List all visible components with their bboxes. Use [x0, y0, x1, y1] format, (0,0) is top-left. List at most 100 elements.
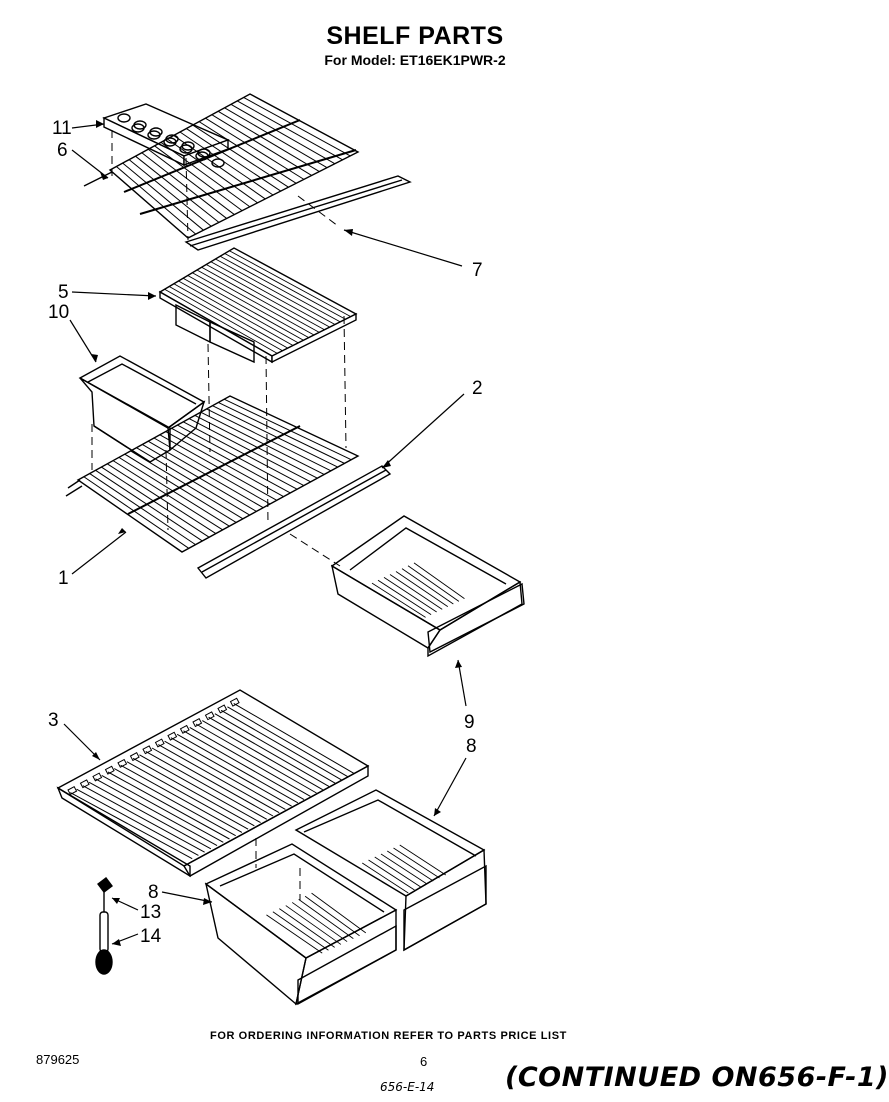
shelf-wire — [122, 162, 204, 231]
ice-cell — [147, 130, 161, 140]
callout-8-lower: 8 — [148, 882, 159, 903]
shelf-wire — [135, 155, 220, 223]
shelf-rib — [70, 792, 193, 860]
shelf-rib — [82, 785, 205, 853]
shelf-rib — [170, 737, 292, 807]
shelf-rib — [126, 761, 249, 830]
shelf-rib — [164, 740, 286, 810]
drawer-grid-line — [371, 582, 426, 618]
shelf-wire — [106, 463, 217, 534]
shelf-wire — [166, 138, 258, 204]
main-wire-shelf — [65, 395, 360, 553]
shelf-rib — [145, 750, 268, 820]
shelf-rib — [176, 733, 299, 804]
page-title: SHELF PARTS — [326, 22, 504, 50]
shelf-rib — [220, 709, 342, 781]
shelf-wire — [116, 166, 197, 235]
drawer-grid-line — [413, 562, 465, 600]
shelf-slot — [92, 772, 103, 782]
shelf-slot — [229, 697, 240, 707]
shelf-rib — [227, 706, 348, 778]
callout-14: 14 — [140, 926, 162, 947]
alignment-lines — [91, 130, 347, 900]
shelf-wire — [194, 414, 318, 479]
drawer-grid-line — [401, 568, 454, 605]
ice-cell — [117, 113, 131, 123]
shelf-wire — [112, 460, 223, 531]
shelf-line — [192, 272, 309, 339]
shelf-wire — [206, 408, 332, 472]
shelf-wire — [205, 117, 305, 180]
shelf-trim-strip — [184, 175, 412, 251]
callout-2: 2 — [472, 378, 483, 399]
shelf-rib — [183, 730, 305, 801]
drawer-grid-line — [407, 565, 460, 602]
handwritten-reference: 656-E-14 — [380, 1080, 435, 1094]
shelf-rib — [120, 764, 243, 833]
shelf-line — [187, 275, 304, 341]
drawer-grid-line — [395, 571, 449, 608]
ice-cell — [211, 158, 225, 168]
front-trim-strip — [196, 465, 392, 579]
callout-11: 11 — [52, 118, 72, 139]
document-number: 879625 — [36, 1052, 80, 1067]
drawer-grid-line — [389, 574, 443, 610]
drawer-grid-line — [285, 905, 342, 945]
shelf-line — [229, 250, 351, 318]
callout-6: 6 — [57, 140, 68, 161]
shelf-slot — [104, 765, 115, 775]
shelf-rib — [101, 774, 224, 843]
top-wire-shelf — [83, 93, 360, 239]
shelf-rib — [214, 713, 336, 784]
shelf-line — [173, 283, 288, 349]
shelf-line — [219, 255, 341, 323]
shelf-rib — [139, 754, 261, 824]
shelf-wire — [83, 476, 190, 549]
callout-10: 10 — [48, 302, 69, 323]
shelf-wire — [182, 421, 305, 486]
shelf-line — [224, 253, 346, 320]
shelf-wire — [95, 469, 203, 542]
screw-and-driver — [95, 877, 113, 975]
shelf-rib — [233, 702, 355, 774]
crisper-cover-shelf — [56, 689, 370, 878]
shelf-wire — [237, 100, 343, 161]
shelf-slot — [129, 752, 140, 762]
drawer-grid-line — [377, 579, 432, 616]
shelf-rib — [114, 768, 236, 837]
shelf-wire — [212, 405, 338, 468]
glass-shelf — [158, 247, 358, 364]
shelf-wire — [124, 453, 237, 523]
ice-cell — [131, 123, 145, 133]
drawer-grid-line — [298, 898, 354, 940]
ice-cell — [179, 144, 193, 154]
shelf-line — [182, 277, 299, 344]
callout-7: 7 — [472, 260, 483, 281]
shelf-rib — [208, 716, 330, 787]
shelf-wire — [224, 107, 328, 169]
shelf-slot — [79, 779, 90, 789]
shelf-wire — [128, 159, 212, 227]
shelf-slot — [142, 745, 153, 755]
shelf-wire — [230, 103, 336, 165]
shelf-rib — [95, 778, 218, 847]
drawer-grid-line — [272, 911, 329, 951]
drawer-grid-line — [311, 892, 367, 934]
ordering-info-note: FOR ORDERING INFORMATION REFER TO PARTS … — [210, 1030, 567, 1042]
drawer-grid-line — [387, 850, 434, 882]
shelf-wire — [223, 398, 352, 461]
shelf-wire — [192, 124, 289, 188]
continued-note: (CONTINUED ON656-F-1) — [505, 1062, 889, 1093]
shelf-rib — [189, 726, 311, 797]
shelf-wire — [118, 456, 230, 527]
shelf-line — [210, 261, 330, 328]
shelf-slot — [154, 738, 165, 748]
shelf-wire — [141, 152, 227, 219]
shelf-rib — [151, 747, 274, 817]
drawer-grid-line — [374, 856, 421, 888]
shelf-line — [206, 264, 325, 331]
shelf-rib — [158, 744, 280, 814]
drawer-grid-line — [362, 862, 409, 894]
leader-arrowheads — [91, 120, 462, 946]
shelf-wire — [147, 148, 235, 215]
